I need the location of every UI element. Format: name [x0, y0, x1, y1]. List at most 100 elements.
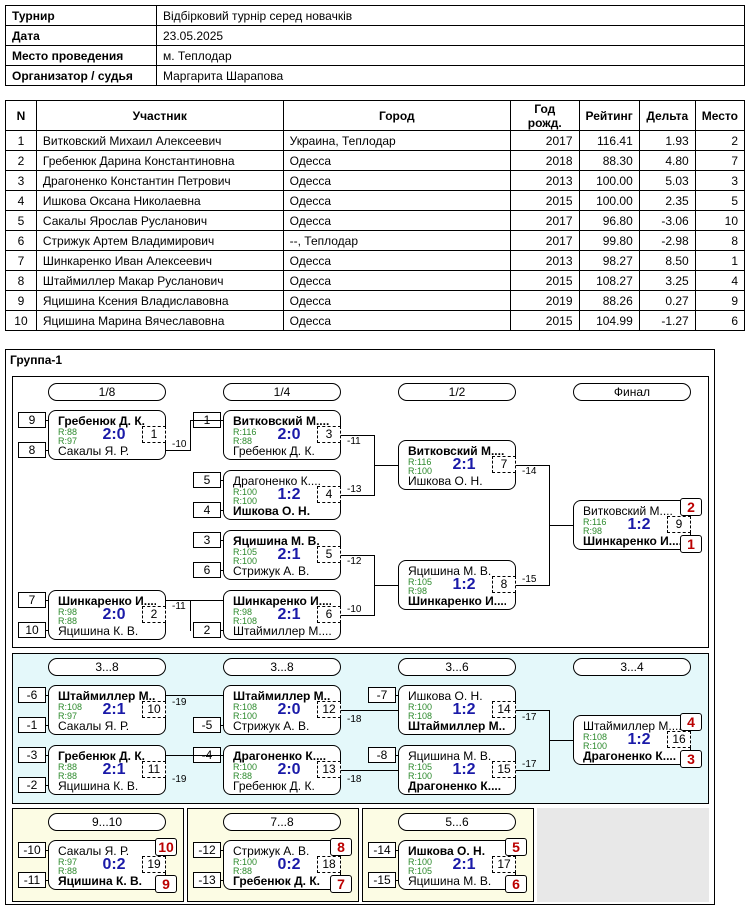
connector [46, 850, 48, 851]
table-cell: 1.93 [638, 130, 696, 151]
table-cell: -1.27 [638, 310, 696, 331]
seed-box: 5 [193, 472, 221, 488]
place-badge: 1 [680, 535, 702, 553]
seed-box: 8 [18, 442, 46, 458]
player-name: Ишкова О. Н. [408, 844, 486, 858]
seed-box: -3 [18, 747, 46, 763]
player-rating: R:88 [58, 616, 78, 626]
table-cell: Яцишина Ксения Владиславовна [35, 290, 284, 311]
player-name: Яцишина М. В. [408, 749, 492, 763]
table-cell: 7 [5, 250, 37, 271]
player-rating: R:88 [58, 866, 78, 876]
table-cell: 2.35 [638, 190, 696, 211]
connector [221, 540, 223, 541]
table-cell: 2 [694, 130, 746, 151]
player-name: Штаймиллер М.... [233, 624, 331, 638]
player-name: Сакалы Я. Р. [58, 844, 130, 858]
seed-box: 7 [18, 592, 46, 608]
player-name: Гребенюк Д. К. [58, 749, 145, 763]
connector [46, 880, 48, 881]
seed-box: -1 [18, 717, 46, 733]
loser-ref: -19 [172, 774, 187, 785]
player-rating: R:105 [233, 547, 258, 557]
info-value: 23.05.2025 [156, 25, 745, 46]
match-number: 19 [142, 856, 166, 873]
table-cell: Одесса [282, 190, 512, 211]
table-cell: 4 [5, 190, 37, 211]
player-name: Стрижук А. В. [233, 564, 310, 578]
table-cell: 3.25 [638, 270, 696, 291]
round-label: 3...6 [398, 658, 516, 676]
player-rating: R:100 [408, 466, 433, 476]
connector [221, 570, 223, 571]
seed-box: 4 [193, 502, 221, 518]
place-badge: 2 [680, 498, 702, 516]
table-cell: 5 [694, 190, 746, 211]
group-title: Группа-1 [10, 353, 63, 367]
player-rating: R:116 [233, 427, 257, 437]
table-cell: 6 [5, 230, 37, 251]
table-cell: Одесса [282, 310, 512, 331]
match-score: 1:2 [627, 516, 651, 533]
player-rating: R:116 [408, 457, 432, 467]
match-score: 1:2 [277, 486, 301, 503]
match-score: 2:1 [452, 856, 476, 873]
player-rating: R:100 [233, 556, 258, 566]
player-name: Витковский М.... [408, 444, 505, 458]
player-rating: R:88 [58, 427, 78, 437]
match-number: 12 [317, 701, 341, 718]
table-cell: 2017 [510, 130, 580, 151]
seed-box: 9 [18, 412, 46, 428]
table-cell: 2019 [510, 290, 580, 311]
round-label: 5...6 [398, 813, 516, 831]
place-badge: 6 [505, 875, 527, 893]
col-header: Рейтинг [578, 100, 640, 131]
player-name: Витковский М.... [233, 414, 330, 428]
match-number: 1 [142, 426, 166, 443]
info-label: Турнир [5, 5, 157, 26]
table-cell: 104.99 [578, 310, 640, 331]
seed-box: -12 [193, 842, 221, 858]
col-header: Место [694, 100, 746, 131]
match-number: 3 [317, 426, 341, 443]
player-rating: R:98 [233, 607, 253, 617]
match-score: 2:1 [277, 606, 301, 623]
table-cell: 2017 [510, 230, 580, 251]
table-cell: -2.98 [638, 230, 696, 251]
player-rating: R:100 [233, 857, 258, 867]
loser-ref: -13 [347, 484, 362, 495]
player-rating: R:98 [583, 526, 603, 536]
connector [221, 510, 223, 511]
match-score: 1:2 [627, 731, 651, 748]
match-score: 2:1 [452, 456, 476, 473]
match-score: 2:0 [102, 426, 126, 443]
connector [341, 770, 398, 771]
player-name: Гребенюк Д. К. [233, 874, 320, 888]
table-cell: 1 [694, 250, 746, 271]
round-label: 3...8 [223, 658, 341, 676]
match-number: 8 [492, 576, 516, 593]
connector [221, 725, 223, 726]
seed-box: -6 [18, 687, 46, 703]
seed-box: 3 [193, 532, 221, 548]
player-name: Яцишина К. В. [58, 779, 139, 793]
player-name: Шинкаренко И.... [233, 594, 331, 608]
table-cell: 99.80 [578, 230, 640, 251]
loser-ref: -10 [172, 439, 187, 450]
player-rating: R:108 [583, 732, 608, 742]
info-value: Маргарита Шарапова [156, 65, 745, 86]
connector [46, 450, 48, 451]
match-score: 0:2 [277, 856, 301, 873]
table-cell: Штаймиллер Макар Русланович [35, 270, 284, 291]
loser-ref: -11 [172, 601, 186, 612]
player-rating: R:100 [233, 711, 258, 721]
player-name: Штаймиллер М.... [58, 689, 156, 703]
place-badge: 4 [680, 713, 702, 731]
player-name: Шинкаренко И.... [408, 594, 506, 608]
player-rating: R:108 [58, 702, 83, 712]
